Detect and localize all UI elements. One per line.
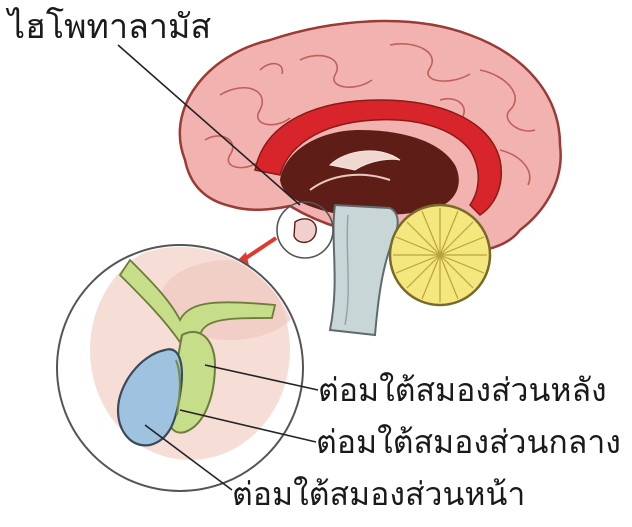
cerebellum-folia [393,208,487,302]
pituitary-small [294,219,316,243]
label-anterior-pituitary: ต่อมใต้สมองส่วนหน้า [232,478,525,510]
label-posterior-pituitary: ต่อมใต้สมองส่วนหลัง [318,374,607,406]
label-hypothalamus: ไฮโพทาลามัส [8,10,211,44]
label-intermediate-pituitary: ต่อมใต้สมองส่วนกลาง [316,426,621,458]
brainstem [330,205,398,335]
